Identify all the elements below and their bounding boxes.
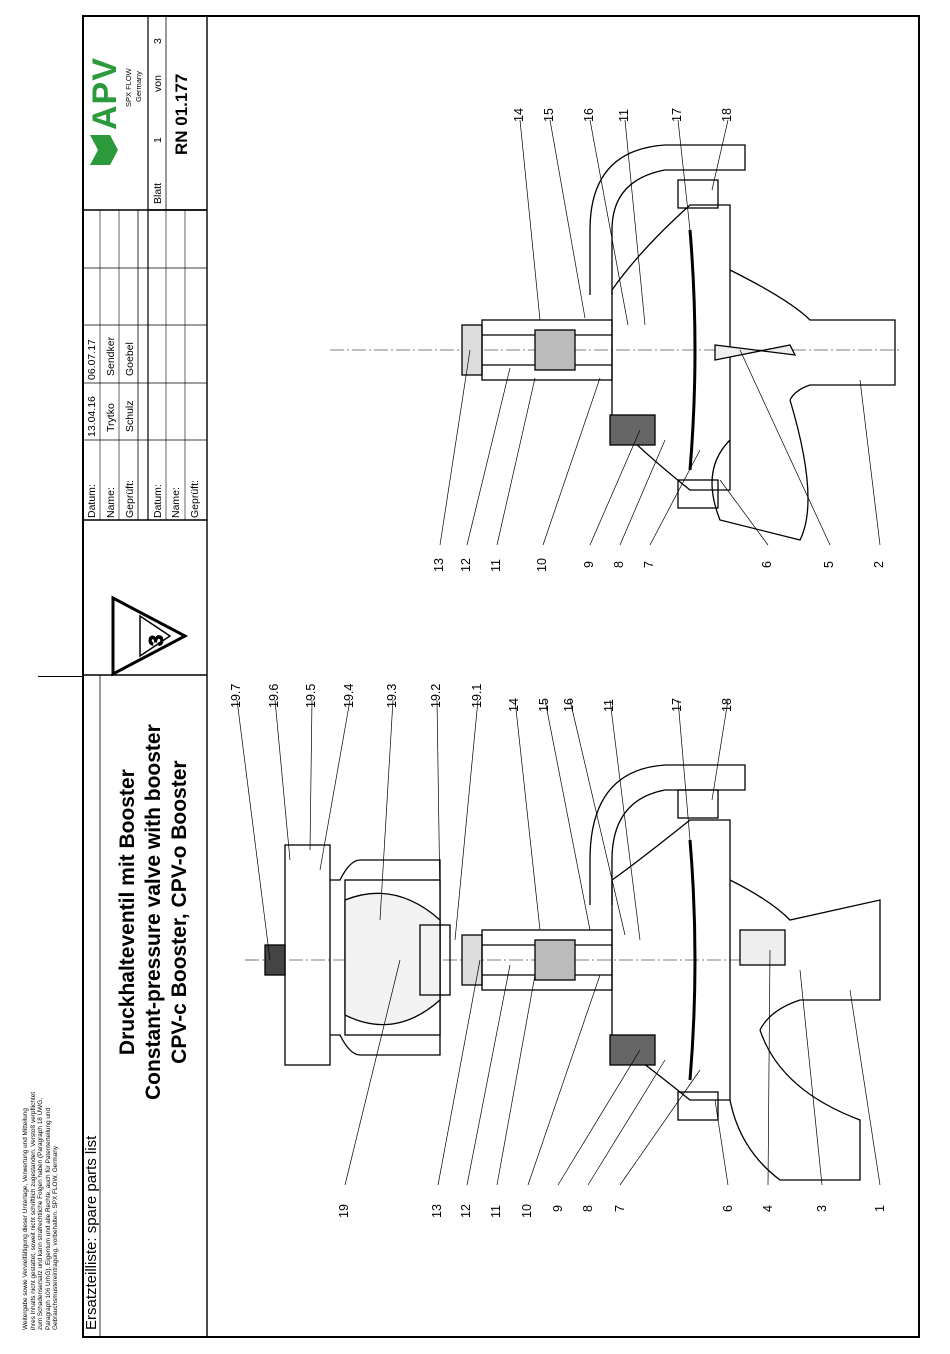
part-label: 14 (512, 108, 526, 122)
part-label: 6 (760, 561, 774, 568)
drawing-sheet (82, 15, 920, 1338)
part-label: 7 (642, 561, 656, 568)
part-label: 9 (551, 1205, 565, 1212)
part-label: 10 (535, 558, 549, 572)
title-line-3: CPV-c Booster, CPV-o Booster (168, 760, 191, 1064)
part-label: 6 (721, 1205, 735, 1212)
part-label: 12 (459, 1204, 473, 1218)
rev2-label-name: Name: (170, 487, 182, 518)
doc-number: RN 01.177 (172, 73, 191, 155)
part-label: 19.7 (229, 683, 243, 708)
part-label: 8 (581, 1205, 595, 1212)
blatt-number: 1 (152, 137, 164, 143)
rev1-name-2: Sendker (105, 336, 117, 376)
part-label: 4 (761, 1205, 775, 1212)
part-label: 10 (520, 1204, 534, 1218)
brand-sub-1: SPX FLOW (124, 68, 133, 107)
part-label: 1 (873, 1205, 887, 1212)
part-label: 13 (432, 558, 446, 572)
title-line-2: Constant-pressure valve with booster (142, 724, 165, 1100)
part-label: 18 (720, 698, 734, 712)
part-label: 12 (459, 558, 473, 572)
part-label: 15 (537, 698, 551, 712)
part-label: 18 (720, 108, 734, 122)
part-label: 16 (582, 108, 596, 122)
part-label: 14 (507, 698, 521, 712)
svg-text:3: 3 (146, 635, 168, 646)
part-label: 17 (670, 108, 684, 122)
rev2-label-datum: Datum: (152, 484, 164, 518)
rev1-name-1: Trytko (105, 403, 117, 432)
part-label: 19.6 (267, 683, 281, 708)
part-label: 8 (612, 561, 626, 568)
rev1-checked-1: Schulz (124, 400, 136, 432)
part-label: 5 (822, 561, 836, 568)
title-line-1: Druckhalteventil mit Booster (116, 769, 139, 1056)
part-label: 13 (430, 1204, 444, 1218)
rev1-label-geprueft: Geprüft: (124, 480, 136, 518)
part-label: 19.5 (304, 683, 318, 708)
part-label: 17 (670, 698, 684, 712)
blatt-label: Blatt (152, 182, 164, 204)
part-label: 16 (562, 698, 576, 712)
brand-sub-2: Germany (134, 71, 143, 102)
rev1-date-2: 06.07.17 (86, 339, 98, 380)
left-assembly-drawing (245, 764, 881, 1181)
part-label: 19.2 (429, 683, 443, 708)
rev1-label-datum: Datum: (86, 484, 98, 518)
part-label: 11 (489, 559, 503, 572)
part-label: 3 (815, 1205, 829, 1212)
doc-type: Ersatzteilliste: spare parts list (83, 1135, 100, 1330)
part-label: 15 (542, 108, 556, 122)
apv-logo (90, 135, 118, 165)
rev1-date-1: 13.04.16 (86, 396, 98, 437)
sheet-total: 3 (152, 38, 164, 44)
part-label: 11 (489, 1205, 503, 1218)
part-label: 2 (872, 561, 886, 568)
rev1-checked-2: Goebel (124, 342, 136, 376)
rev1-label-name: Name: (105, 487, 117, 518)
brand-logo-text: APV (86, 57, 124, 130)
part-label: 7 (613, 1205, 627, 1212)
part-label: 19.3 (385, 683, 399, 708)
part-label: 11 (602, 699, 616, 712)
leader-lines (236, 119, 881, 1186)
part-label: 9 (582, 561, 596, 568)
title-block: Druckhalteventil mit Booster Constant-pr… (115, 724, 193, 1100)
part-label: 19.4 (342, 683, 356, 708)
chevron-icon (90, 135, 118, 165)
rev2-label-geprueft: Geprüft: (189, 480, 201, 518)
fold-mark (38, 676, 82, 677)
part-label: 11 (617, 109, 631, 122)
part-label: 19.1 (470, 683, 484, 708)
part-label: 19 (337, 1204, 351, 1218)
right-assembly-drawing (330, 144, 900, 541)
von-label: von (152, 75, 164, 92)
3a-logo: 3 (111, 595, 189, 677)
